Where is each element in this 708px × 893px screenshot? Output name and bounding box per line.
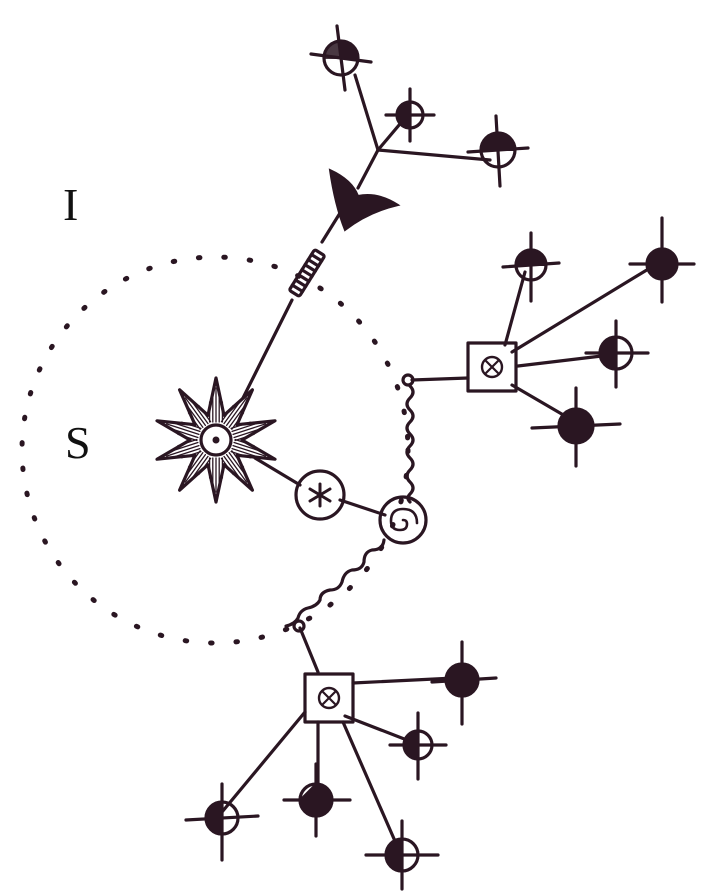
- branch-line: [355, 75, 378, 150]
- square-link: [300, 628, 318, 672]
- crosshair-node-icon: [366, 821, 438, 889]
- coil-connector-icon: [286, 540, 384, 626]
- fan-line: [345, 716, 412, 742]
- label-i: I: [63, 182, 78, 228]
- coil-connector-icon: [407, 386, 413, 502]
- crosshair-node-icon: [432, 642, 496, 724]
- fan-line: [222, 712, 305, 812]
- asterisk-circle-icon: [296, 471, 344, 519]
- trunk-line: [238, 300, 292, 408]
- crosshair-node-icon: [630, 218, 694, 302]
- fan-line: [343, 722, 398, 848]
- star-flower-icon: [157, 378, 275, 502]
- connector-lines: [222, 75, 655, 848]
- junction-node: [294, 621, 304, 631]
- branch-line: [358, 150, 378, 188]
- crossed-square-icon: [468, 343, 516, 391]
- crosshair-node-icon: [186, 784, 258, 860]
- crosshair-node-icon: [311, 26, 371, 90]
- chain-line: [340, 500, 385, 515]
- crosshair-node-icon: [586, 321, 648, 387]
- fan-line: [512, 265, 655, 352]
- crosshair-node-icon: [390, 713, 446, 779]
- crosshair-node-icon: [503, 233, 559, 301]
- crosshair-node-icon: [284, 764, 350, 836]
- fan-line: [518, 355, 610, 366]
- chain-line: [255, 458, 300, 485]
- crosshair-node-icon: [532, 388, 620, 466]
- spiral-circle-icon: [380, 497, 426, 543]
- junction-node: [403, 375, 413, 385]
- square-link: [412, 378, 468, 380]
- fan-line: [505, 272, 525, 345]
- crosshair-node-icon: [468, 116, 528, 186]
- label-s: S: [65, 420, 91, 466]
